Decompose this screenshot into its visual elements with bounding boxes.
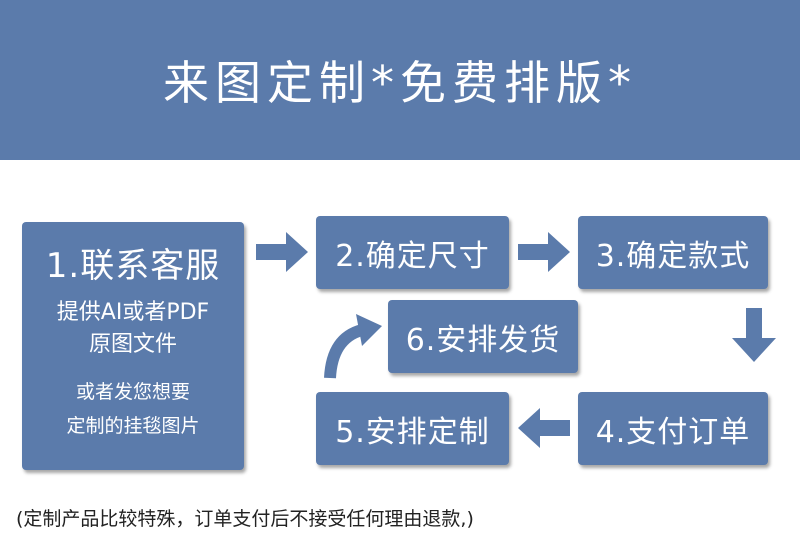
step-1-detail-secondary: 或者发您想要 定制的挂毯图片 [66, 375, 199, 443]
step-3-box: 3.确定款式 [578, 216, 768, 289]
curved-arrow-head-icon [356, 314, 382, 346]
step-6-label: 6.安排发货 [405, 322, 561, 358]
arrow-down-icon [732, 308, 776, 362]
disclaimer-note: (定制产品比较特殊，订单支付后不接受任何理由退款,) [16, 508, 474, 530]
header-banner: 来图定制*免费排版* [0, 0, 800, 160]
step-1-box: 1.联系客服 提供AI或者PDF 原图文件 或者发您想要 定制的挂毯图片 [22, 222, 244, 470]
step-1-detail-line-4: 定制的挂毯图片 [66, 415, 200, 437]
step-1-detail-line-3: 或者发您想要 [75, 381, 190, 403]
step-1-detail-primary: 提供AI或者PDF 原图文件 [57, 297, 209, 361]
curved-arrow-icon [324, 324, 364, 379]
step-1-detail-line-1: 提供AI或者PDF [56, 300, 210, 325]
page-title: 来图定制*免费排版* [163, 56, 637, 110]
step-6-box: 6.安排发货 [388, 300, 578, 373]
step-5-box: 5.安排定制 [316, 392, 509, 465]
arrow-left-icon [518, 408, 570, 448]
step-1-detail-line-2: 原图文件 [88, 332, 177, 357]
step-2-box: 2.确定尺寸 [316, 216, 509, 289]
arrow-right-icon [256, 232, 308, 272]
step-4-box: 4.支付订单 [578, 392, 768, 465]
step-4-label: 4.支付订单 [595, 414, 751, 450]
arrow-right-icon [518, 232, 570, 272]
step-5-label: 5.安排定制 [335, 414, 490, 450]
step-1-label: 1.联系客服 [45, 246, 221, 286]
step-2-label: 2.确定尺寸 [335, 238, 490, 274]
step-3-label: 3.确定款式 [595, 238, 751, 274]
